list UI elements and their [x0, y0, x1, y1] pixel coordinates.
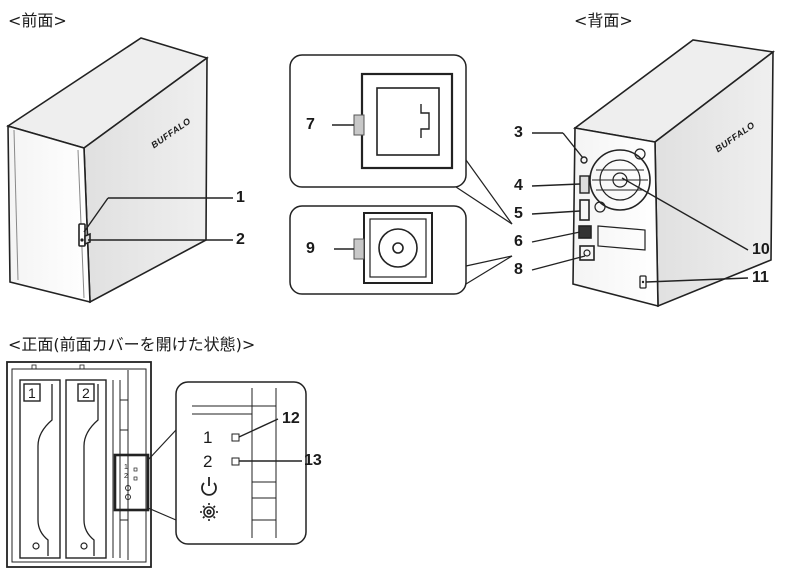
bay-2-label: 2: [82, 385, 90, 401]
callout-line-6: [531, 231, 581, 243]
heading-open: <正面(前面カバーを開けた状態)>: [8, 335, 256, 354]
mini-led-2-label: 2: [124, 473, 128, 480]
callout-1: 1: [236, 189, 245, 206]
drive-tray-2-handle: [83, 384, 99, 556]
reset-button: [580, 156, 588, 164]
hdd1-led: [231, 433, 240, 442]
callout-10: 10: [752, 241, 770, 258]
back-panel: [572, 127, 659, 308]
callout-13: 13: [304, 452, 322, 469]
power-icon: [201, 477, 217, 496]
front-cover: [7, 124, 91, 304]
fan-icon: [589, 149, 651, 211]
dc-led: [353, 238, 365, 260]
drive-icon-2: [79, 364, 85, 370]
dc-inset-pointer-b: [465, 255, 513, 285]
back-callout-lines: [83, 132, 749, 283]
drive-icon: [31, 364, 37, 370]
dc-jack-pin: [392, 242, 404, 254]
drive-tray-1: [19, 379, 61, 559]
callout-11: 11: [752, 269, 769, 286]
front-led-window: [78, 223, 86, 247]
bay-2-number-box: [77, 383, 95, 402]
callout-line-5: [531, 210, 581, 215]
front-unit: [6, 37, 209, 304]
lan-led: [353, 114, 365, 136]
led-panel-small: [113, 453, 150, 512]
callout-8: 8: [514, 261, 523, 278]
lan-port-slot: [420, 104, 430, 138]
lan-inset: [289, 54, 513, 225]
front-button: [84, 232, 91, 246]
heading-back: <背面>: [574, 11, 633, 30]
zoom-pointer-b: [147, 507, 177, 521]
drive-tray-1-hole: [32, 542, 40, 550]
drive-tray-2: [65, 379, 107, 559]
callout-line-1b: [83, 197, 109, 233]
back-lan-port: [578, 225, 592, 239]
back-dc-jack: [579, 245, 595, 261]
callout-line-8: [531, 255, 586, 271]
lock-slot-dot: [641, 280, 645, 284]
dc-inset-pointer-a: [465, 255, 513, 267]
heading-front: <前面>: [8, 11, 67, 30]
callout-7: 7: [306, 116, 315, 133]
lan-port-inner: [376, 87, 440, 156]
callout-4: 4: [514, 177, 523, 194]
mini-led-1: [133, 467, 138, 472]
mini-led-1-label: 1: [124, 464, 128, 471]
callout-line-11: [645, 277, 749, 283]
callout-12: 12: [282, 410, 300, 427]
back-screw-2: [594, 201, 606, 213]
led-2-label: 2: [203, 452, 213, 471]
mode-switch: [579, 175, 590, 194]
dc-jack-inner: [369, 218, 427, 278]
drive-tray-1-handle: [37, 384, 53, 556]
bay-1-label: 1: [28, 385, 36, 401]
usb-port: [579, 199, 590, 221]
callout-line-4: [531, 183, 581, 187]
front-cover-edge: [13, 129, 19, 281]
led-panel-zoom: [175, 381, 307, 545]
open-front-unit: [6, 361, 177, 568]
zoom-pointer-a: [147, 429, 177, 461]
back-dc-jack-pin: [583, 249, 591, 257]
mini-led-2: [133, 476, 138, 481]
led-1-label: 1: [203, 428, 213, 447]
callout-9: 9: [306, 240, 315, 257]
mini-power-icon: [125, 485, 131, 491]
callout-2: 2: [236, 231, 245, 248]
callout-line-12: [238, 418, 279, 438]
dc-jack-outer-ring: [378, 228, 418, 268]
lan-inset-pointer-b: [455, 186, 513, 225]
mini-gear-icon: [125, 494, 131, 500]
gear-icon: [200, 503, 218, 521]
dc-inset: [289, 205, 513, 295]
back-screw-1: [634, 148, 646, 160]
back-blank-plate: [597, 225, 646, 251]
callout-6: 6: [514, 233, 523, 250]
callout-line-10: [621, 177, 749, 251]
back-unit: [572, 39, 775, 308]
lan-inset-pointer-a: [465, 159, 513, 225]
dc-inset-frame: [289, 205, 467, 295]
drive-tray-2-hole: [80, 542, 88, 550]
callout-3: 3: [514, 124, 523, 141]
callout-line-3b: [562, 132, 584, 159]
callout-5: 5: [514, 205, 523, 222]
bay-1-number-box: [23, 383, 41, 402]
open-front-frame: [6, 361, 152, 568]
open-front-inner: [11, 368, 147, 563]
front-led-dot: [80, 238, 84, 242]
